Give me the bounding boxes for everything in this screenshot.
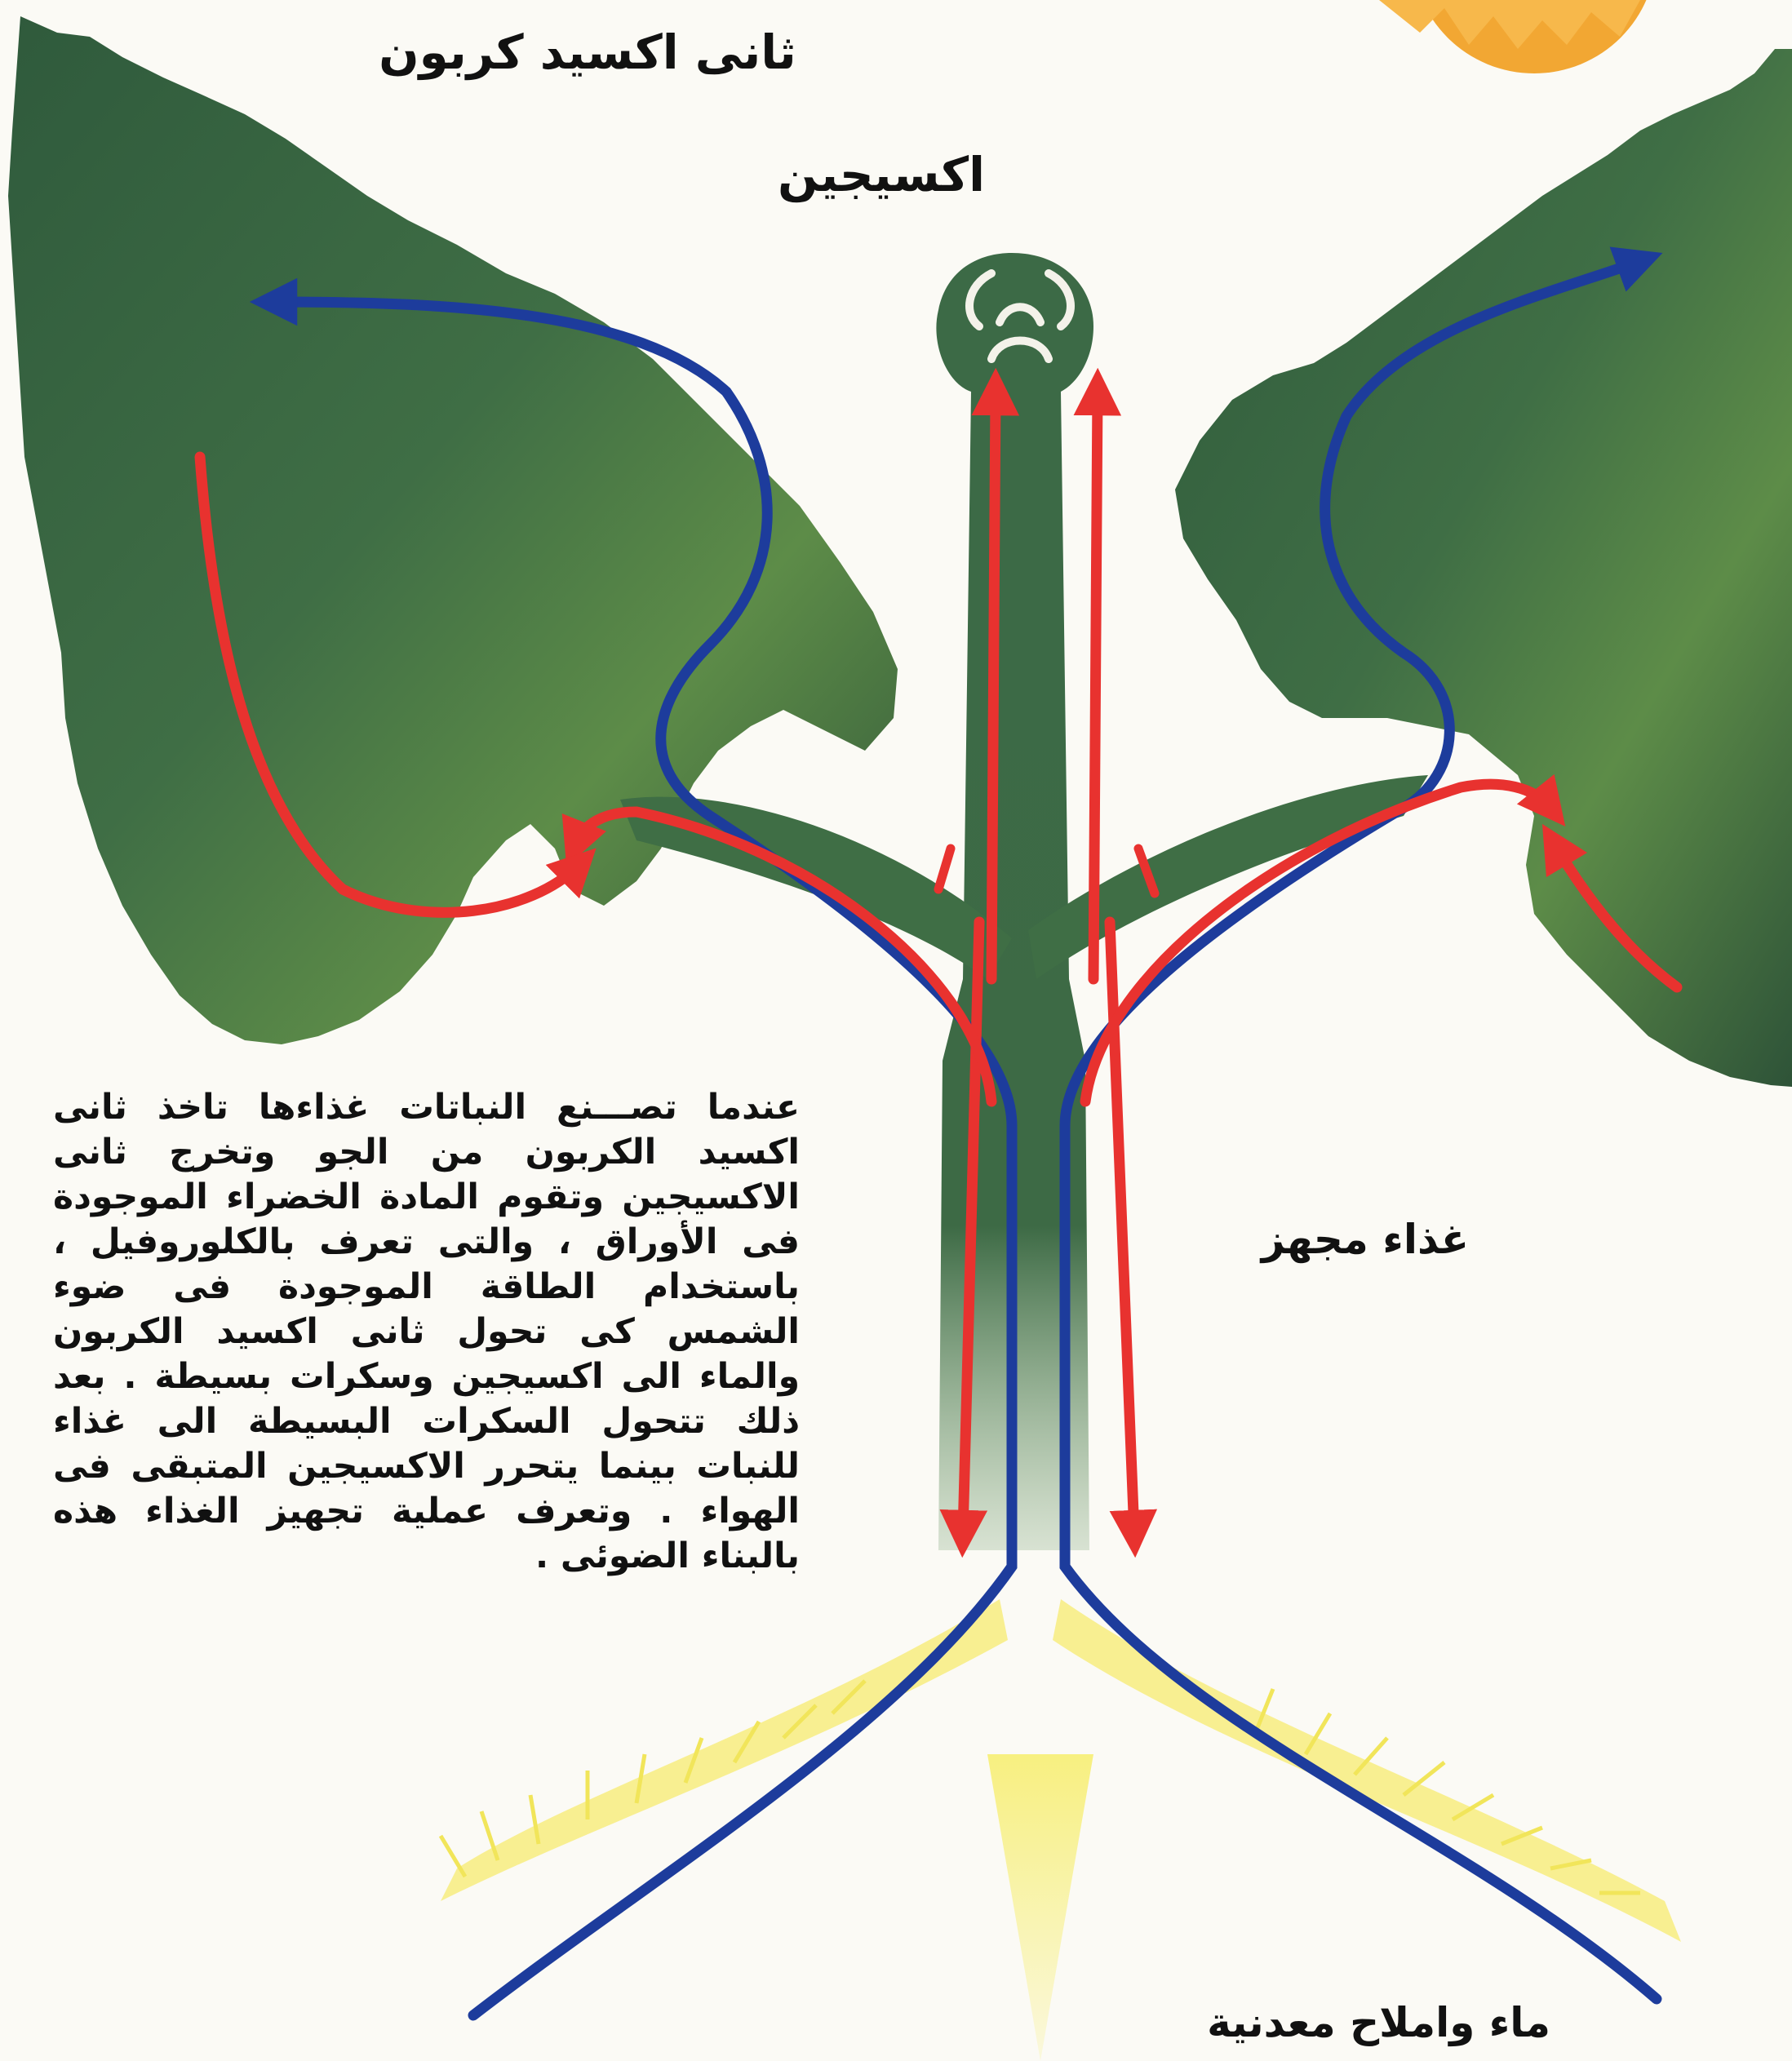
label-oxygen: اكسيجين bbox=[751, 147, 1012, 202]
right-leaf bbox=[1175, 49, 1792, 1087]
label-prepared-food: غذاء مجهز bbox=[1224, 1216, 1469, 1263]
red-arrow-stem-up-left bbox=[991, 392, 996, 979]
root-glow bbox=[441, 1599, 1681, 2061]
label-carbon-dioxide: ثانى اكسيد كربون bbox=[359, 24, 816, 80]
label-water-minerals: ماء واملاح معدنية bbox=[1175, 1999, 1550, 2046]
caption-paragraph: عندما تصـــنع النباتات غذاءها تاخذ ثانى … bbox=[53, 1085, 800, 1579]
red-arrow-stem-up-right bbox=[1093, 392, 1098, 979]
sun bbox=[1379, 0, 1657, 73]
